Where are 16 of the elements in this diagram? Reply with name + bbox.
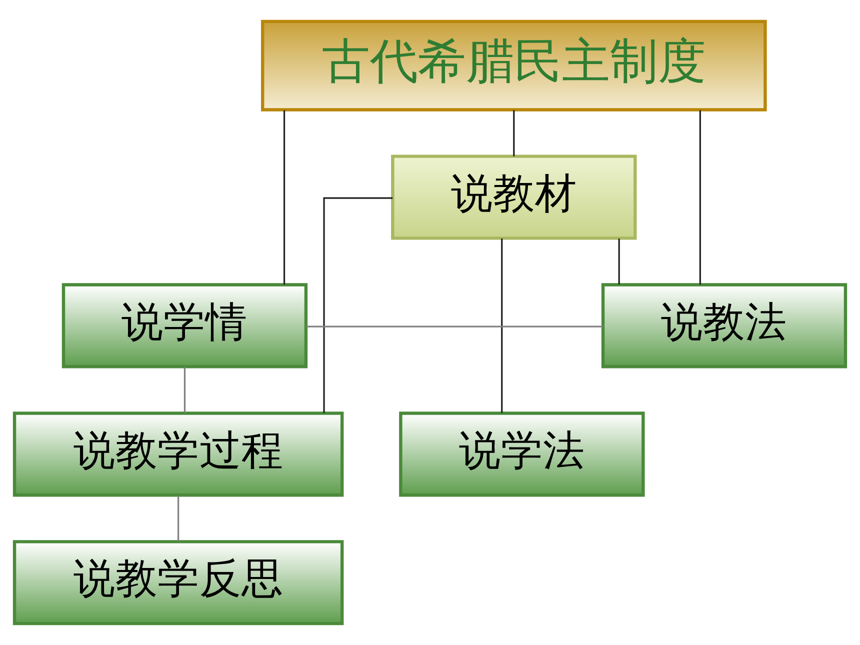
- connector: [513, 110, 515, 156]
- connector: [178, 496, 180, 542]
- node-box: 说教材: [391, 154, 637, 240]
- node-box: 说教法: [601, 283, 848, 368]
- connector: [283, 110, 286, 285]
- node-box: 说学情: [62, 283, 308, 368]
- node-box: 说教学过程: [12, 412, 344, 497]
- connector: [306, 326, 603, 328]
- connector: [618, 238, 620, 284]
- node-box: 说学法: [399, 412, 645, 497]
- connector: [184, 367, 186, 413]
- connector: [699, 110, 701, 285]
- connector: [323, 197, 393, 414]
- node-box: 古代希腊民主制度: [261, 20, 767, 112]
- node-box: 说教学反思: [12, 540, 344, 626]
- connector: [501, 238, 503, 413]
